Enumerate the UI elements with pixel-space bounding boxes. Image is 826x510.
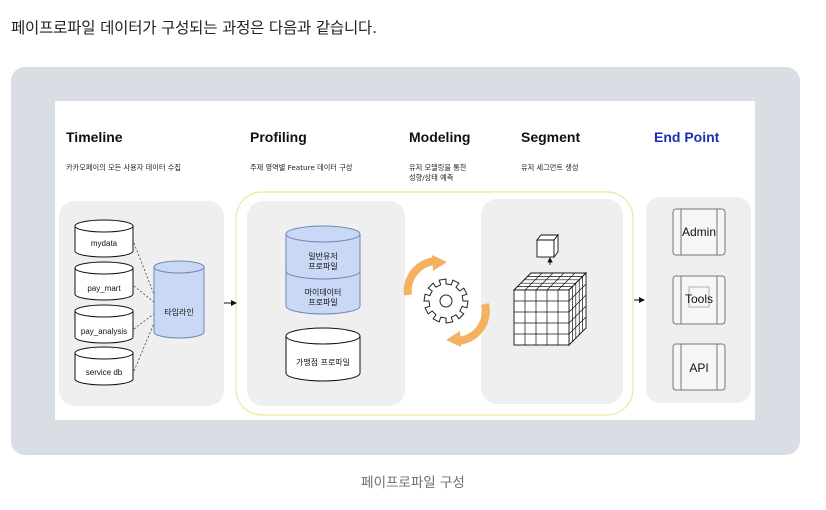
- cube-grid-line: [535, 272, 554, 291]
- stage-desc-timeline: 카카오페이의 모든 사용자 데이터 수집: [66, 163, 181, 172]
- merchant-profile-db: 가맹점 프로파일: [285, 327, 361, 382]
- cube-grid-line: [524, 272, 543, 291]
- timeline-db-label: 타임라인: [164, 307, 193, 317]
- endpoint-tools[interactable]: Tools: [672, 275, 726, 325]
- cube-front-face: [513, 289, 570, 346]
- source-label-mydata: mydata: [91, 239, 118, 248]
- figure-caption: 페이프로파일 구성: [361, 475, 465, 491]
- stage-desc-profiling: 주제 영역별 Feature 데이터 구성: [250, 163, 352, 172]
- merchant-profile-label: 가맹점 프로파일: [296, 357, 350, 367]
- source-db-pay-mart: pay_mart: [74, 261, 134, 301]
- stage-desc-modeling-2: 성향/상태 예측: [409, 173, 454, 182]
- gear-refresh-icon: [403, 255, 490, 347]
- source-db-pay-analysis: pay_analysis: [74, 304, 134, 344]
- small-cube-front: [536, 239, 555, 258]
- source-label-pay-analysis: pay_analysis: [81, 327, 127, 336]
- cube-grid-line: [568, 305, 587, 324]
- intro-text: 페이프로파일 데이터가 구성되는 과정은 다음과 같습니다.: [11, 19, 377, 37]
- source-db-service-db: service db: [74, 346, 134, 386]
- cube-grid-line: [568, 294, 587, 313]
- endpoint-tools-label: Tools: [685, 292, 713, 306]
- stage-desc-segment: 유저 세그먼트 생성: [521, 163, 578, 172]
- stage-title-segment: Segment: [521, 129, 580, 145]
- stage-desc-modeling-1: 유저 모델링을 통한: [409, 163, 467, 172]
- endpoint-admin[interactable]: Admin: [672, 208, 726, 256]
- data-cube-icon: [512, 233, 588, 347]
- cube-grid-line: [557, 272, 576, 291]
- cube-grid-line: [568, 283, 587, 302]
- cube-grid-line: [546, 272, 565, 291]
- endpoint-api[interactable]: API: [672, 343, 726, 391]
- stage-title-modeling: Modeling: [409, 129, 470, 145]
- endpoint-admin-label: Admin: [682, 225, 716, 239]
- timeline-connectors: [133, 242, 156, 372]
- gear-hole: [439, 294, 453, 308]
- stage-title-endpoint: End Point: [654, 129, 720, 145]
- timeline-db: 타임라인: [153, 260, 205, 339]
- source-db-mydata: mydata: [74, 219, 134, 258]
- endpoint-api-label: API: [689, 361, 708, 375]
- diagram-canvas: Timeline Profiling Modeling Segment End …: [55, 101, 755, 420]
- source-label-service-db: service db: [86, 368, 123, 377]
- source-label-pay-mart: pay_mart: [87, 284, 121, 293]
- stage-title-profiling: Profiling: [250, 129, 307, 145]
- cube-grid-line: [568, 316, 587, 335]
- stage-title-timeline: Timeline: [66, 129, 123, 145]
